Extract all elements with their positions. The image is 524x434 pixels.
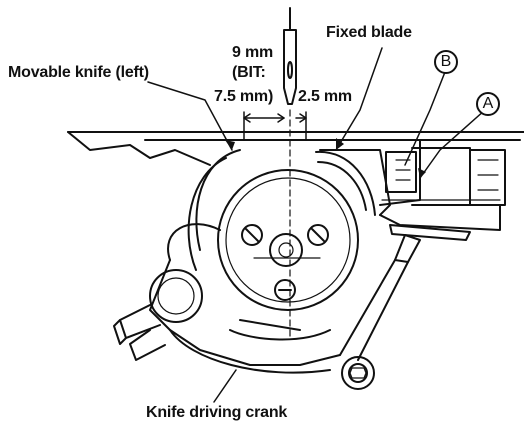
- knife-driving-crank: [113, 223, 421, 390]
- dimension-9mm-label: 9 mm: [232, 44, 273, 61]
- bed-plate: [67, 131, 524, 166]
- fixed-blade-assembly: [319, 139, 506, 241]
- movable-knife-label: Movable knife (left): [8, 64, 149, 81]
- knife-body: [187, 149, 376, 311]
- knife-driving-crank-label: Knife driving crank: [146, 404, 288, 421]
- dimension-lines: [243, 111, 307, 141]
- dimension-7-5mm-label: 7.5 mm): [214, 88, 274, 105]
- marker-a: A: [476, 92, 500, 116]
- leader-lines: [147, 47, 486, 403]
- dimension-2-5mm-label: 2.5 mm: [298, 88, 352, 105]
- dimension-bit-label: (BIT:: [232, 64, 266, 81]
- fixed-blade-label: Fixed blade: [326, 24, 412, 41]
- knife-screws: [241, 224, 329, 301]
- leader-arrowheads: [225, 138, 426, 178]
- marker-b: B: [434, 50, 458, 74]
